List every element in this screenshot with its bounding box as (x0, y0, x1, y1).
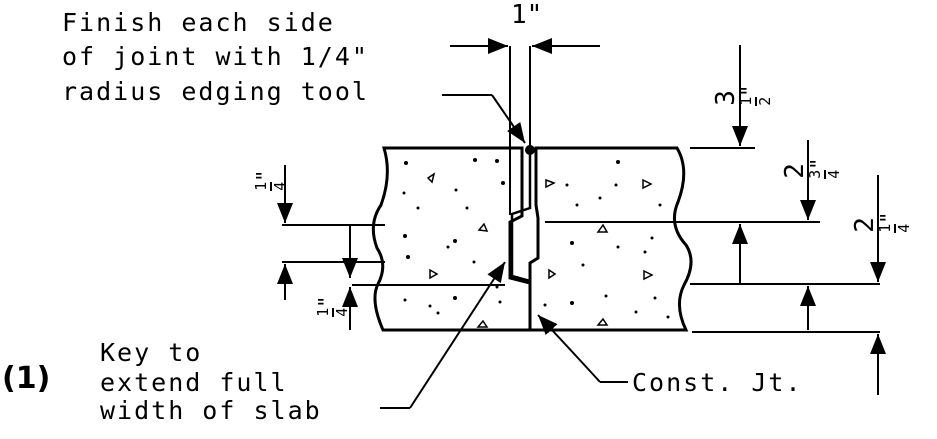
finish-note-line-1: Finish each side (62, 8, 335, 37)
concrete-aggregate-texture (402, 158, 670, 328)
key-index-label: (1) (2, 361, 51, 396)
finish-note-line-2: of joint with 1/4" (62, 42, 369, 71)
key-note-line-1: Key to (100, 338, 203, 367)
slab-right-section (528, 146, 693, 332)
key-leader (380, 261, 506, 409)
left-key-dimensions (277, 165, 505, 330)
construction-joint-leader (537, 314, 628, 383)
slab-left-section (371, 146, 532, 332)
right-dimensions (545, 45, 886, 395)
finish-note-line-3: radius edging tool (62, 77, 369, 106)
top-gap-dimension (450, 38, 600, 215)
key-note-line-2: extend full (100, 368, 288, 397)
keyed-joint-line (510, 148, 532, 330)
key-note-line-3: width of slab (100, 396, 322, 425)
edging-point (525, 145, 535, 155)
finish-leader (442, 94, 526, 144)
const-joint-label: Const. Jt. (632, 368, 803, 397)
top-gap-dimension-label: 1" (511, 0, 543, 30)
